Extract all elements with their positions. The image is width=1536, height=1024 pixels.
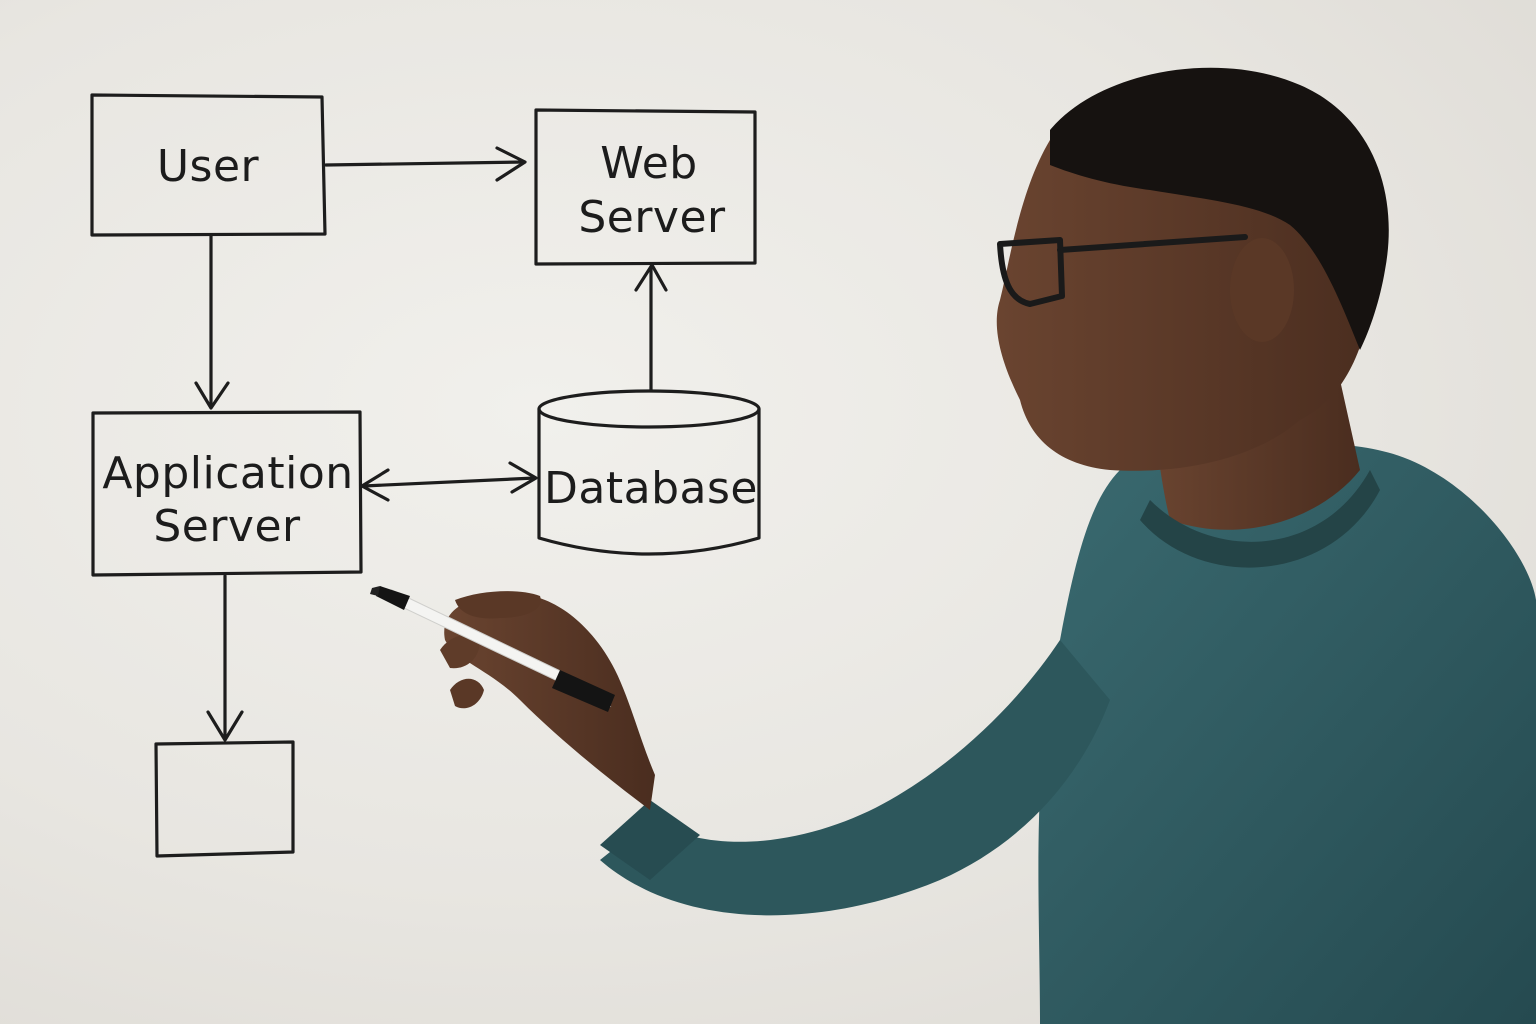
edge-user-to-web-server [324,146,527,182]
node-application-server: Application Server [91,410,363,577]
edge-application-server-to-empty-box [206,574,244,742]
edge-application-server-database-bidirectional [360,461,538,502]
fingers [455,591,541,619]
sweater-arm [600,640,1110,916]
edge-database-to-web-server [634,263,668,392]
sweater-cuff [600,800,700,880]
node-application-server-label-line1: Application [102,448,353,499]
node-web-server-label-line1: Web [600,138,697,189]
sweater-torso [1038,443,1536,1024]
hair [1050,67,1389,351]
node-empty-box [154,740,295,858]
marker-pen [370,586,615,712]
node-user-label: User [157,141,260,192]
node-database: Database [537,389,761,556]
node-application-server-label-line2: Server [153,501,301,552]
node-web-server-label-line2: Server [578,192,726,243]
edge-user-to-application-server [194,234,230,410]
node-user: User [90,93,327,237]
node-database-label: Database [544,463,758,514]
node-web-server: Web Server [534,108,757,266]
sweater-collar [1140,470,1380,568]
eyeglasses [997,234,1248,307]
ear [1230,238,1294,342]
